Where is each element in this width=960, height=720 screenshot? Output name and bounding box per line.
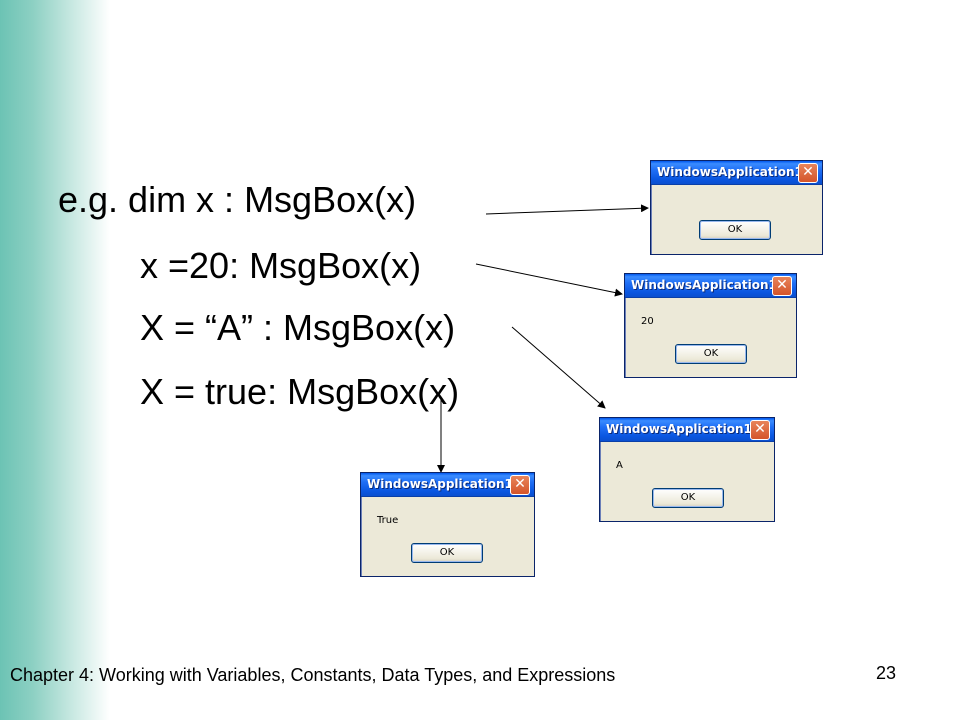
page-number: 23 xyxy=(876,663,897,683)
msgbox-titlebar[interactable]: WindowsApplication1 ✕ xyxy=(361,473,534,497)
msgbox-title: WindowsApplication1 xyxy=(367,477,513,491)
msgbox-message: True xyxy=(377,515,399,526)
arrow-to-20-msgbox xyxy=(475,263,623,297)
msgbox-title: WindowsApplication1 xyxy=(657,165,803,179)
arrow-to-empty-msgbox xyxy=(485,204,649,215)
ok-button[interactable]: OK xyxy=(675,344,747,364)
arrow-to-a-msgbox xyxy=(511,326,606,409)
msgbox-empty: WindowsApplication1 ✕ OK xyxy=(650,160,823,255)
code-line-x-20: x =20: MsgBox(x) xyxy=(140,245,422,286)
msgbox-titlebar[interactable]: WindowsApplication1 ✕ xyxy=(600,418,774,442)
msgbox-20: WindowsApplication1 ✕ 20 OK xyxy=(624,273,797,378)
ok-button[interactable]: OK xyxy=(652,488,724,508)
msgbox-title: WindowsApplication1 xyxy=(631,278,777,292)
close-icon[interactable]: ✕ xyxy=(772,276,792,296)
msgbox-true: WindowsApplication1 ✕ True OK xyxy=(360,472,535,577)
ok-button[interactable]: OK xyxy=(411,543,483,563)
decorative-left-band xyxy=(0,0,110,720)
msgbox-titlebar[interactable]: WindowsApplication1 ✕ xyxy=(625,274,796,298)
msgbox-message: A xyxy=(616,460,623,471)
code-line-x-true: X = true: MsgBox(x) xyxy=(140,371,460,412)
ok-button[interactable]: OK xyxy=(699,220,771,240)
slide-footer: Chapter 4: Working with Variables, Const… xyxy=(10,665,616,685)
code-line-x-a: X = “A” : MsgBox(x) xyxy=(140,307,456,348)
close-icon[interactable]: ✕ xyxy=(750,420,770,440)
msgbox-message: 20 xyxy=(641,316,654,327)
close-icon[interactable]: ✕ xyxy=(510,475,530,495)
msgbox-titlebar[interactable]: WindowsApplication1 ✕ xyxy=(651,161,822,185)
close-icon[interactable]: ✕ xyxy=(798,163,818,183)
code-line-dim-x: e.g. dim x : MsgBox(x) xyxy=(58,179,417,220)
msgbox-title: WindowsApplication1 xyxy=(606,422,752,436)
msgbox-a: WindowsApplication1 ✕ A OK xyxy=(599,417,775,522)
